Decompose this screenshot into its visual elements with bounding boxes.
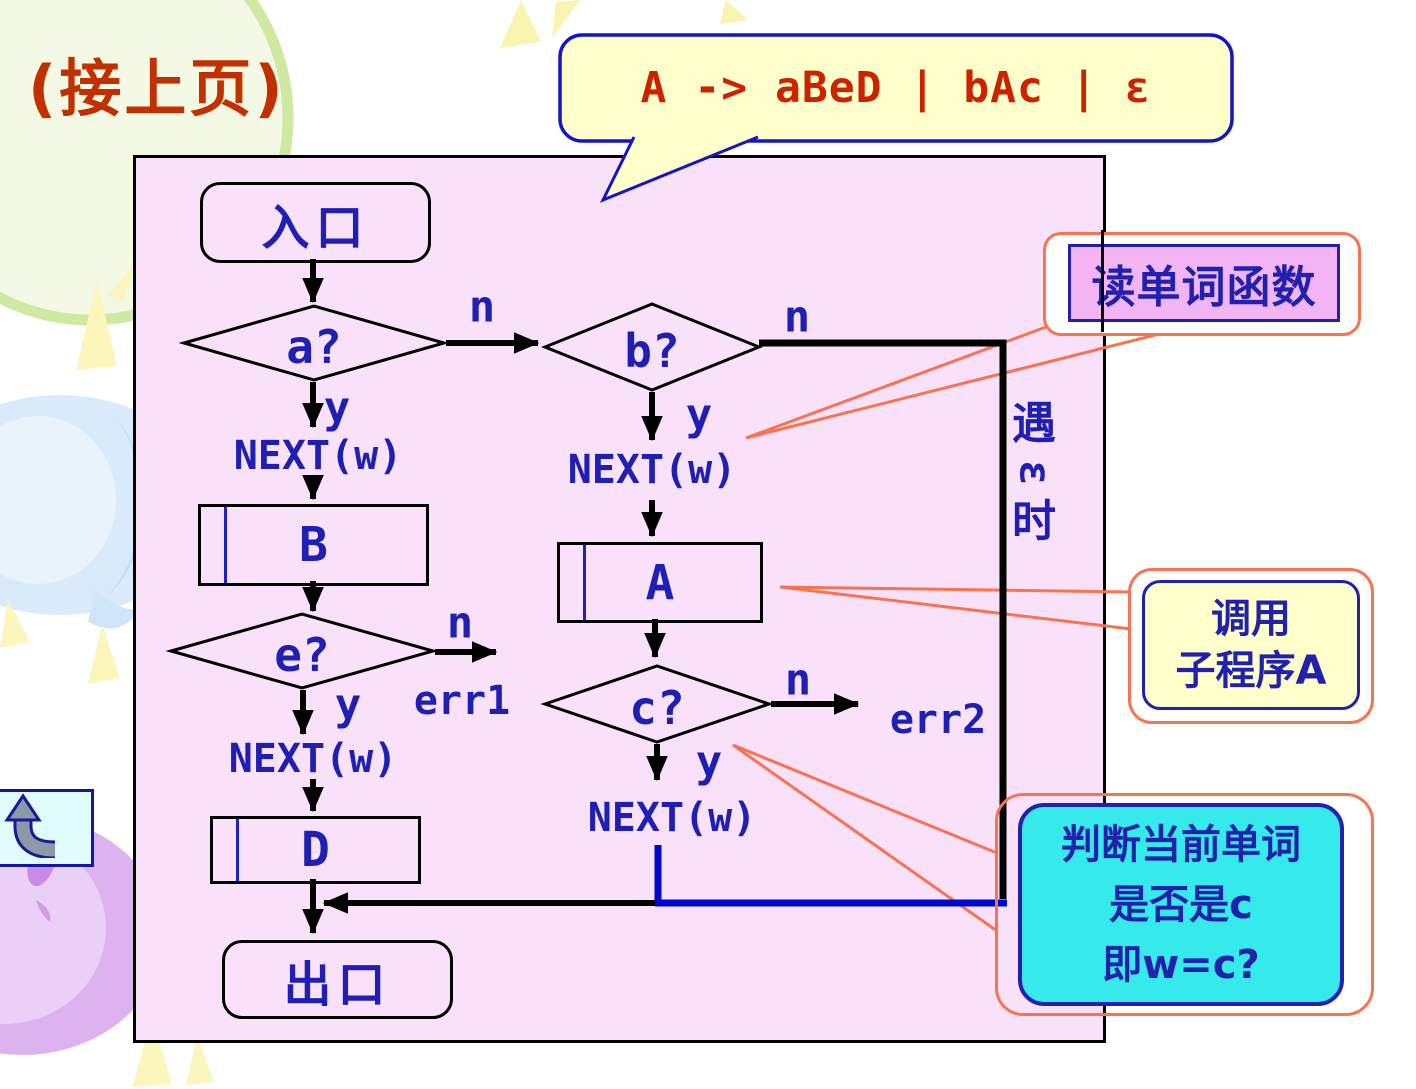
next-call-label-3: NEXT(w) xyxy=(567,447,737,493)
callout-read-word: 读单词函数 xyxy=(1043,232,1361,336)
branch-no-a: n xyxy=(468,281,496,333)
decision-c-label: c? xyxy=(629,681,685,735)
decision-a-label: a? xyxy=(286,320,342,374)
page-title: (接上页) xyxy=(28,52,286,125)
callout-judge-line1: 判断当前单词 xyxy=(1061,821,1301,868)
no-branch-long-line xyxy=(759,339,1007,899)
next-call-label-4: NEXT(w) xyxy=(587,795,757,841)
callout-call-subroutine: 调用 子程序A xyxy=(1128,568,1374,724)
epsilon-note-char: 时 xyxy=(1012,496,1056,547)
callout-call-subroutine-box: 调用 子程序A xyxy=(1142,580,1360,710)
decision-diamonds xyxy=(165,302,774,744)
subroutine-D-label: D xyxy=(301,822,330,878)
exit-label: 出口 xyxy=(283,956,392,1013)
decision-a-diamond xyxy=(178,304,450,382)
purple-balloon-decoration xyxy=(0,815,164,1055)
branch-yes-c: y xyxy=(695,736,723,788)
entry-label: 入口 xyxy=(261,199,370,256)
subroutine-box-A: A xyxy=(557,542,763,623)
epsilon-note: 遇 ε 时 xyxy=(1009,398,1060,548)
panel-border-segment xyxy=(1101,230,1104,332)
subroutine-box-B: B xyxy=(198,504,429,586)
exit-terminal: 出口 xyxy=(222,940,453,1019)
sparkle-rays-left-lower xyxy=(0,600,120,684)
callout-judge-word-box: 判断当前单词 是否是c 即w=c? xyxy=(1018,803,1344,1006)
epsilon-merge-blue-line xyxy=(654,845,1007,907)
callout-call-line2: 子程序A xyxy=(1175,648,1327,694)
branch-yes-e: y xyxy=(334,679,362,731)
subroutine-stripe xyxy=(236,819,239,881)
branch-no-b: n xyxy=(783,291,811,343)
subroutine-stripe xyxy=(224,507,227,583)
err1-label: err1 xyxy=(413,678,511,724)
subroutine-stripe xyxy=(583,545,586,620)
decision-e-diamond xyxy=(165,612,439,690)
decision-b-diamond xyxy=(540,302,764,392)
branch-yes-b: y xyxy=(685,389,713,441)
subroutine-B-label: B xyxy=(299,517,328,573)
entry-terminal: 入口 xyxy=(200,182,431,263)
branch-no-c: n xyxy=(784,654,812,706)
decision-c-diamond xyxy=(540,664,774,744)
callout-read-word-text: 读单词函数 xyxy=(1091,262,1317,313)
u-turn-arrow-icon xyxy=(4,793,56,860)
grammar-rule-text: A -> aBeD | bAc | ε xyxy=(640,63,1152,113)
flow-arrows xyxy=(292,259,860,935)
subroutine-A-label: A xyxy=(645,554,675,611)
callout-judge-line3: 即w=c? xyxy=(1102,941,1260,988)
next-call-label-2: NEXT(w) xyxy=(228,736,398,782)
epsilon-symbol: ε xyxy=(1009,459,1060,487)
return-button[interactable] xyxy=(0,789,94,867)
branch-yes-a: y xyxy=(323,382,351,434)
callout-judge-word: 判断当前单词 是否是c 即w=c? xyxy=(995,793,1374,1016)
branch-no-e: n xyxy=(446,597,474,649)
callout-judge-line2: 是否是c xyxy=(1109,881,1253,928)
sparkle-rays-top xyxy=(500,0,748,48)
callout-read-word-box: 读单词函数 xyxy=(1068,244,1340,322)
decision-e-label: e? xyxy=(274,628,330,682)
subroutine-box-D: D xyxy=(210,816,421,884)
grammar-bubble-shape xyxy=(558,33,1234,203)
err2-label: err2 xyxy=(889,697,987,743)
epsilon-note-char: 遇 xyxy=(1012,398,1056,449)
callout-call-line1: 调用 xyxy=(1211,596,1291,642)
decision-b-label: b? xyxy=(624,324,680,378)
sparkle-rays-bottom xyxy=(132,1018,214,1087)
next-call-label-1: NEXT(w) xyxy=(233,433,403,479)
